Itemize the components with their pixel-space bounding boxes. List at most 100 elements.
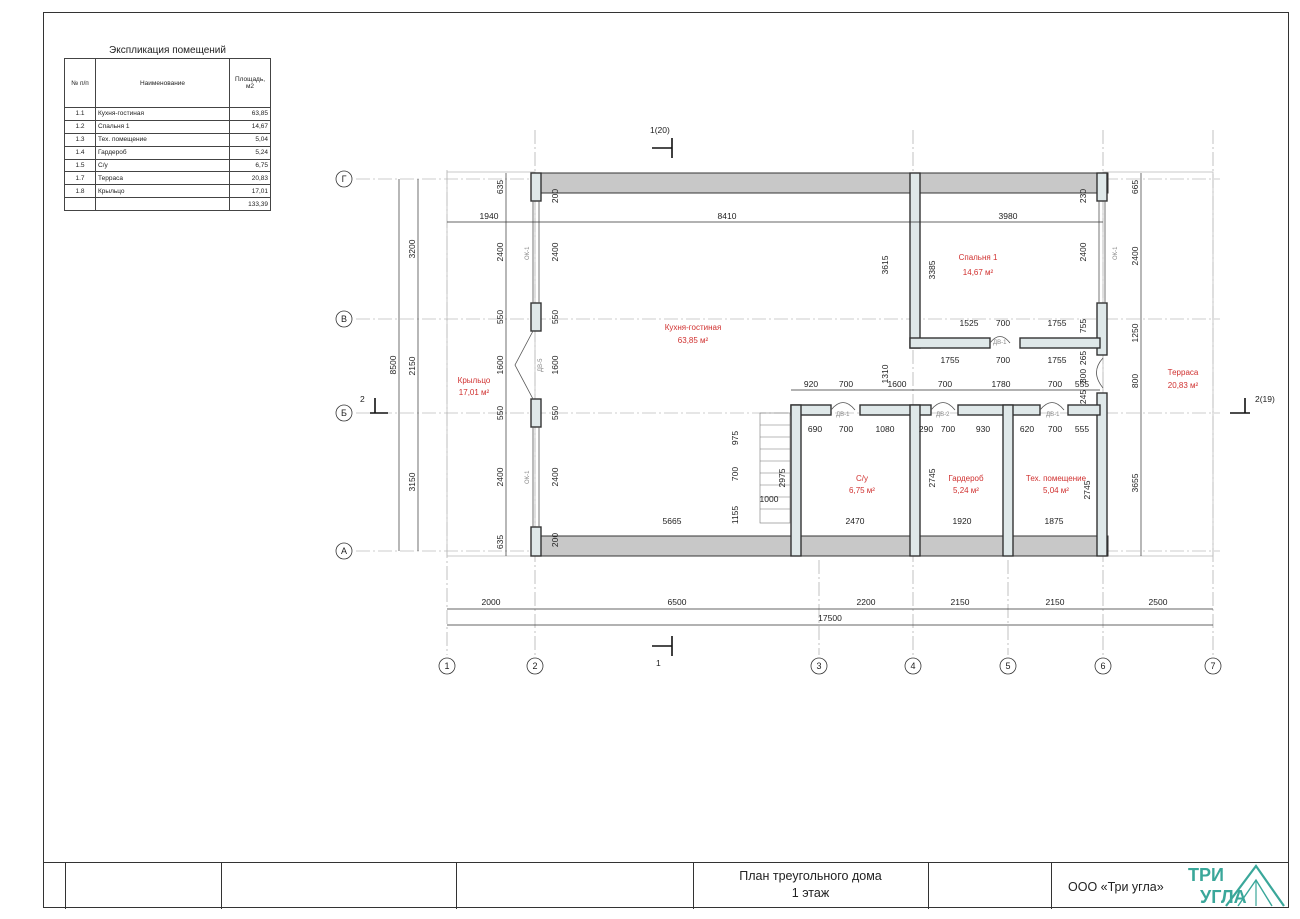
wardrobe-wall-right [1002,404,1014,557]
corridor-wall [957,404,1041,416]
dim-text: 1780 [992,379,1011,389]
stairs [759,412,791,524]
room-area-wardrobe: 5,24 м² [953,486,979,495]
dim-text: 665 [1130,180,1140,194]
dim-text: 2150 [407,356,417,375]
tb-cell [65,863,66,909]
dim-text: 3150 [407,472,417,491]
dim-text: 1080 [876,424,895,434]
dim-text: 265 [1078,351,1088,365]
door-swing [930,402,956,411]
axis-bubble [810,657,828,675]
room-area-porch: 17,01 м² [459,388,490,397]
dim-text: 230 [1078,189,1088,203]
section-mark-bottom [652,636,673,656]
walls [530,172,1108,557]
dim-text: 1940 [480,211,499,221]
axis-labels: Г В Б А 1 2 3 4 5 6 7 [341,174,1216,671]
door-swing [830,402,856,411]
dim-text: 2400 [550,467,560,486]
dim-text: 2200 [857,597,876,607]
dim-text: 700 [938,379,952,389]
dim-text: 700 [839,424,853,434]
axis-bubble [1094,657,1112,675]
windows [532,201,1106,527]
axis-label-5: 5 [1005,661,1010,671]
axis-label-7: 7 [1210,661,1215,671]
axis-bubble [904,657,922,675]
dim-text: 3980 [999,211,1018,221]
dim-text: 1875 [1045,516,1064,526]
bedroom-wall-horizontal [909,337,991,349]
wall-segment [1096,302,1108,356]
title-block [43,862,1289,909]
dim-text: 1920 [953,516,972,526]
total-area: 133,39 [229,197,271,212]
room-area-wc: 6,75 м² [849,486,875,495]
room-area-tech: 5,04 м² [1043,486,1069,495]
axis-bubble [335,310,353,328]
dim-text: 1000 [760,494,779,504]
dim-text: 2500 [1149,597,1168,607]
dim-text: 550 [550,310,560,324]
dim-text-overall: 17500 [818,613,842,623]
room-name-wardrobe: Гардероб [948,474,984,483]
tb-cell [221,863,222,909]
top-slab [530,172,1109,194]
section-label-bottom: 1 [656,658,661,668]
window-label: ОК-1 [525,246,531,260]
opening-labels: ОК-1 ОК-1 ОК-1 ДВ-5 ДВ-1 ДВ-1 ДВ-2 ДВ-1 [525,246,1119,484]
dim-text: 550 [550,406,560,420]
logo-text-top: ТРИ [1188,865,1224,885]
dim-text: 800 [1078,369,1088,383]
dim-text: 700 [941,424,955,434]
dim-text: 290 [919,424,933,434]
dim-text: 1600 [550,355,560,374]
wall-segment [1096,392,1108,557]
axis-label-b: Б [341,408,347,418]
dim-text: 3615 [880,255,890,274]
wall-segment [530,172,542,202]
drawing-title-line2: 1 этаж [791,886,830,900]
door-swing [1039,402,1065,411]
room-name-porch: Крыльцо [458,376,491,385]
drawing-title-line1: План треугольного дома [739,869,882,883]
dim-text: 800 [1130,374,1140,388]
header-area: Площадь, м2 [229,58,271,108]
company-logo: ТРИ УГЛА [1188,864,1285,907]
room-name-kitchen: Кухня-гостиная [665,323,722,332]
door-label: ДВ-1 [1046,412,1060,418]
doors [514,330,1104,411]
dim-text: 755 [1078,319,1088,333]
sheet-frame [43,12,1289,908]
dim-text: 6500 [668,597,687,607]
dim-text: 555 [1075,379,1089,389]
section-label-top: 1(20) [650,125,670,135]
room-name-tech: Тех. помещение [1026,474,1087,483]
dim-text: 2150 [951,597,970,607]
axis-bubbles [335,170,1222,675]
dim-text: 920 [804,379,818,389]
logo-triangle [1225,864,1285,907]
dim-text: 2400 [495,467,505,486]
explication-title: Экспликация помещений [109,45,226,56]
explication-header-row: № п/п Наименование Площадь, м2 [64,58,271,108]
axis-bubble [526,657,544,675]
dim-text: 2400 [1130,246,1140,265]
door-label: ДВ-2 [936,412,950,418]
wall-segment [530,526,542,557]
bedroom-wall-vertical [909,172,921,349]
dim-text: 200 [550,189,560,203]
dim-text: 2400 [1078,242,1088,261]
vertical-dimension-texts: 8500 3200 2150 3150 635 2400 550 1600 55… [388,180,1140,549]
drawing-title: План треугольного дома 1 этаж [693,868,928,902]
axis-bubble [335,170,353,188]
dim-text: 2000 [482,597,501,607]
door-swing [1096,357,1104,389]
dim-text: 1155 [730,506,740,525]
wc-wall-left [790,404,802,557]
dim-text: 635 [495,180,505,194]
